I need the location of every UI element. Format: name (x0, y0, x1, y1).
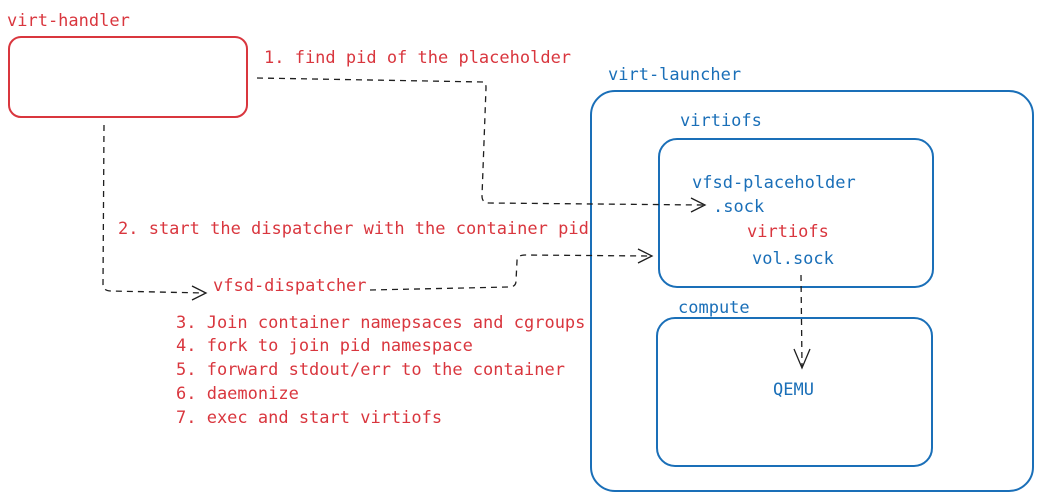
virt-launcher-box (590, 90, 1034, 492)
vol-sock-label: vol.sock (752, 249, 834, 269)
arrow-find-pid-head (690, 197, 707, 213)
arrow-vol-sock-to-qemu (800, 274, 803, 367)
arrow-start-dispatcher (102, 124, 205, 294)
substep-5: 5. forward stdout/err to the container (176, 360, 565, 380)
virt-handler-label: virt-handler (7, 11, 130, 31)
compute-label: compute (678, 298, 750, 318)
arrow-find-pid (256, 77, 704, 206)
virt-handler-box (8, 36, 248, 118)
arrow-dispatcher-to-container (369, 254, 651, 291)
arrow-vol-sock-to-qemu-head (793, 348, 811, 370)
vfsd-dispatcher-label: vfsd-dispatcher (213, 276, 367, 296)
compute-box (656, 317, 933, 467)
placeholder-sock-label: .sock (713, 197, 764, 217)
step-2-label: 2. start the dispatcher with the contain… (118, 219, 589, 239)
virtiofs-process-label: virtiofs (747, 222, 829, 242)
step-1-label: 1. find pid of the placeholder (264, 48, 571, 68)
arrow-start-dispatcher-head (191, 285, 208, 301)
substep-7: 7. exec and start virtiofs (176, 408, 442, 428)
substep-3: 3. Join container namepsaces and cgroups (176, 313, 585, 333)
virtiofs-container-box (658, 138, 934, 288)
substep-4: 4. fork to join pid namespace (176, 336, 473, 356)
arrow-dispatcher-to-container-head (637, 248, 654, 264)
vfsd-placeholder-label: vfsd-placeholder (692, 173, 856, 193)
virtiofs-container-label: virtiofs (680, 111, 762, 131)
virt-launcher-label: virt-launcher (608, 65, 741, 85)
qemu-label: QEMU (773, 380, 814, 400)
substep-6: 6. daemonize (176, 384, 299, 404)
